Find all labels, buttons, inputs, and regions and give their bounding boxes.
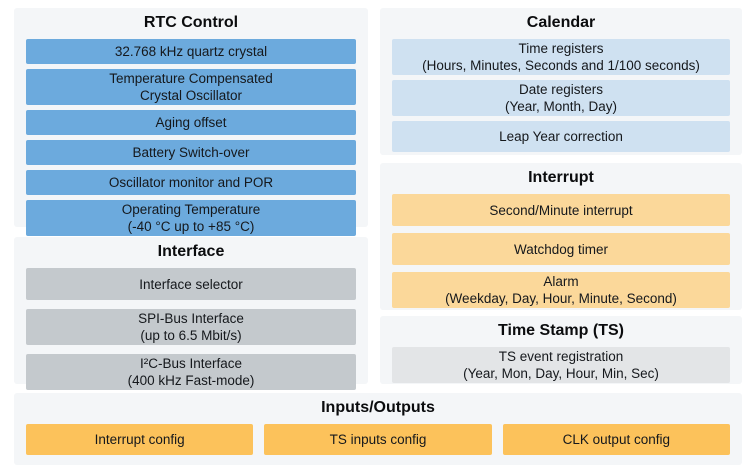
block-operating-temperature: Operating Temperature (-40 °C up to +85 … bbox=[26, 200, 356, 236]
block-spi-bus-interface: SPI-Bus Interface (up to 6.5 Mbit/s) bbox=[26, 309, 356, 345]
block-ts-inputs-config: TS inputs config bbox=[264, 424, 492, 455]
section-title-time-stamp: Time Stamp (TS) bbox=[498, 322, 624, 339]
block-oscillator-monitor-por: Oscillator monitor and POR bbox=[26, 170, 356, 195]
block-interface-selector: Interface selector bbox=[26, 268, 356, 300]
block-second-minute-interrupt: Second/Minute interrupt bbox=[392, 194, 730, 226]
section-calendar: Calendar Time registers (Hours, Minutes,… bbox=[380, 8, 742, 155]
block-battery-switch-over: Battery Switch-over bbox=[26, 140, 356, 165]
block-ts-event-registration: TS event registration (Year, Mon, Day, H… bbox=[392, 347, 730, 383]
block-time-registers: Time registers (Hours, Minutes, Seconds … bbox=[392, 39, 730, 75]
section-title-inputs-outputs: Inputs/Outputs bbox=[321, 399, 435, 416]
block-date-registers: Date registers (Year, Month, Day) bbox=[392, 80, 730, 116]
section-title-calendar: Calendar bbox=[526, 14, 596, 31]
block-i2c-bus-interface: I²C-Bus Interface (400 kHz Fast-mode) bbox=[26, 354, 356, 390]
block-interrupt-config: Interrupt config bbox=[26, 424, 254, 455]
section-title-interface: Interface bbox=[157, 243, 225, 260]
section-interrupt: Interrupt Second/Minute interrupt Watchd… bbox=[380, 163, 742, 310]
section-inputs-outputs: Inputs/Outputs Interrupt config TS input… bbox=[14, 393, 742, 465]
section-interface: Interface Interface selector SPI-Bus Int… bbox=[14, 237, 368, 390]
block-clk-output-config: CLK output config bbox=[502, 424, 730, 455]
block-tcxo: Temperature Compensated Crystal Oscillat… bbox=[26, 69, 356, 105]
section-title-rtc-control: RTC Control bbox=[143, 14, 239, 31]
section-time-stamp: Time Stamp (TS) TS event registration (Y… bbox=[380, 316, 742, 384]
section-title-interrupt: Interrupt bbox=[528, 169, 594, 186]
block-leap-year-correction: Leap Year correction bbox=[392, 121, 730, 152]
inputs-outputs-row: Interrupt config TS inputs config CLK ou… bbox=[26, 424, 730, 455]
section-rtc-control: RTC Control 32.768 kHz quartz crystal Te… bbox=[14, 8, 368, 236]
block-quartz-crystal: 32.768 kHz quartz crystal bbox=[26, 39, 356, 64]
block-alarm: Alarm (Weekday, Day, Hour, Minute, Secon… bbox=[392, 272, 730, 308]
block-watchdog-timer: Watchdog timer bbox=[392, 233, 730, 265]
block-aging-offset: Aging offset bbox=[26, 110, 356, 135]
